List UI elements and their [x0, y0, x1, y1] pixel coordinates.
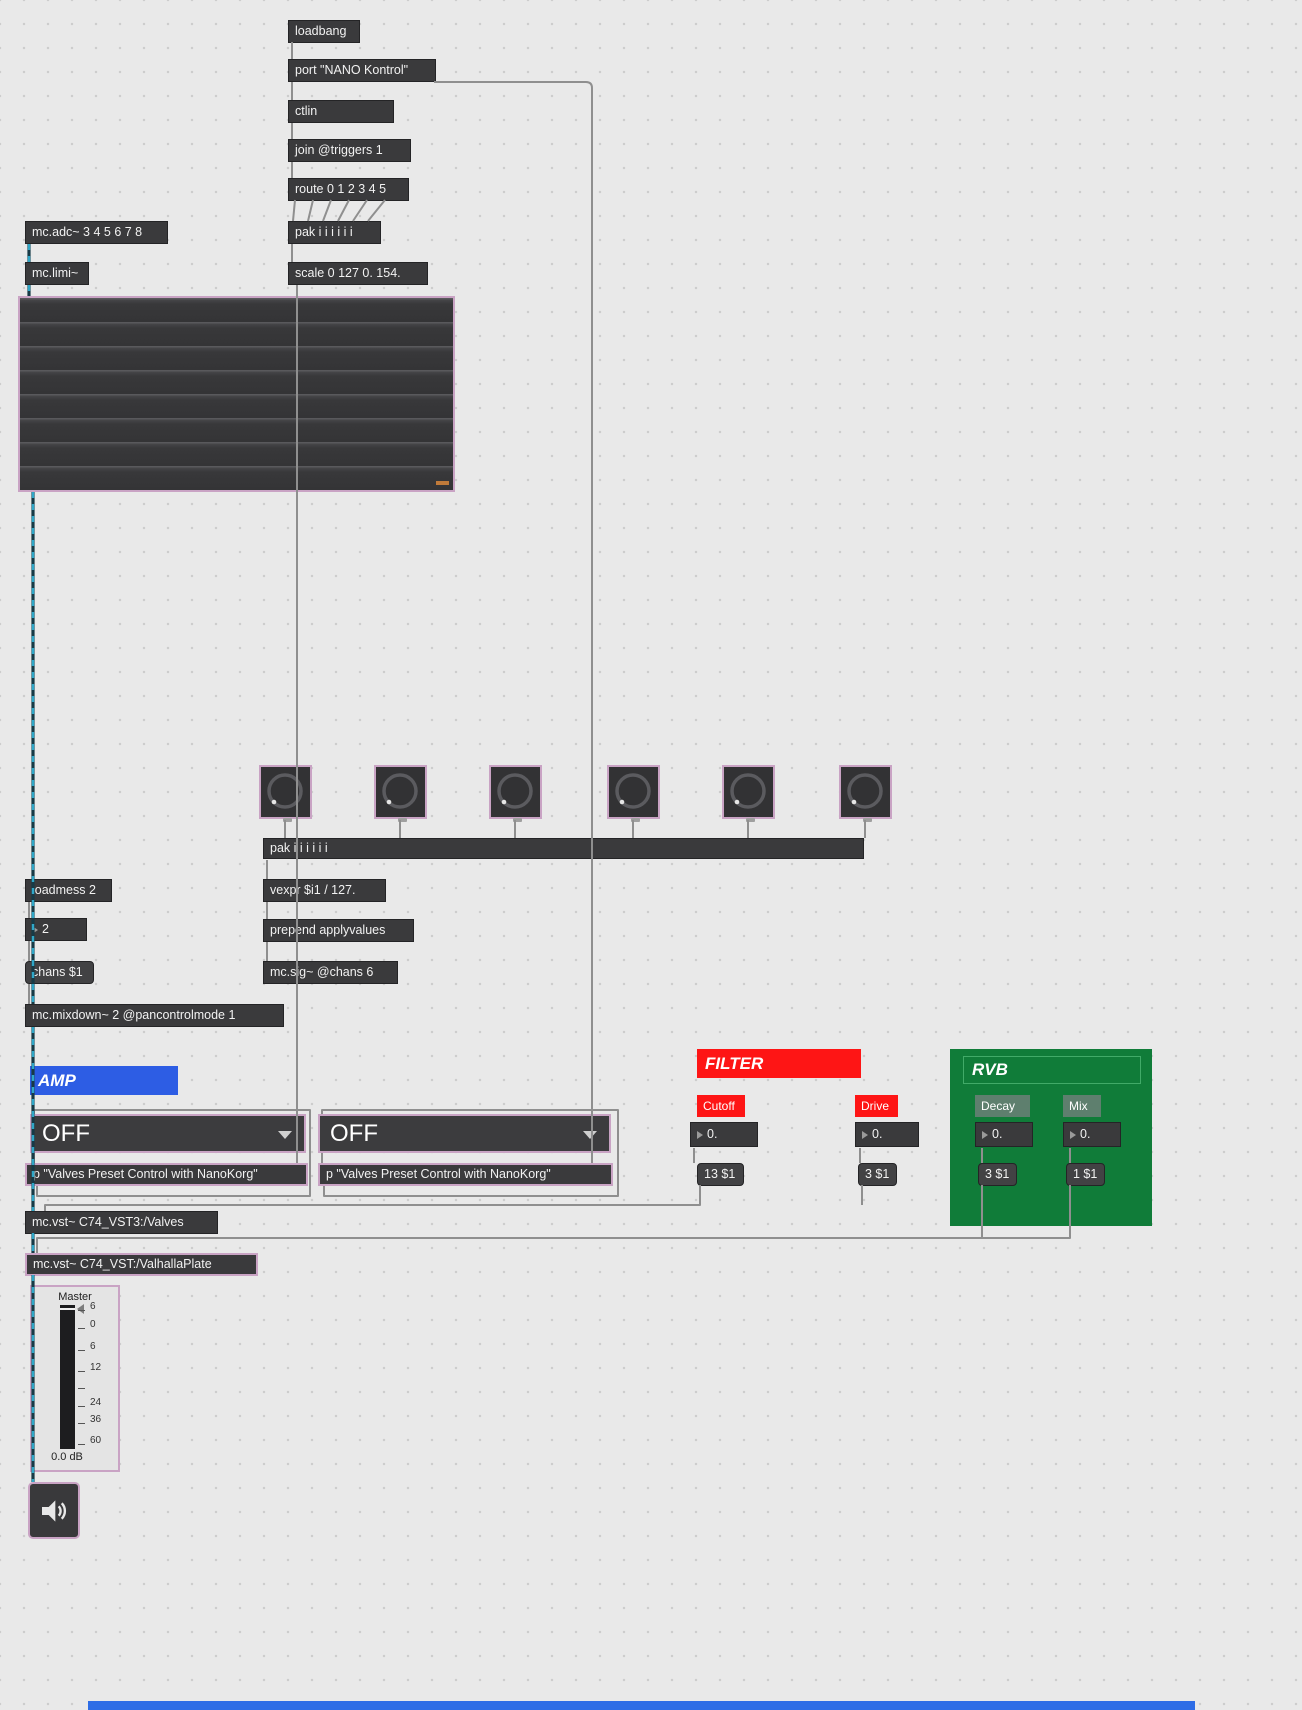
number-triangle-icon — [697, 1130, 703, 1139]
tick-label: 6 — [90, 1301, 96, 1312]
tick-mark — [78, 1423, 85, 1424]
subpatch-valves-preset-1[interactable]: p "Valves Preset Control with NanoKorg" — [25, 1163, 308, 1186]
object-ctlin[interactable]: ctlin — [288, 100, 394, 123]
fader-handle[interactable] — [60, 1308, 75, 1310]
dial-knob-icon — [730, 773, 766, 809]
dial-outlet — [746, 818, 755, 822]
cutoff-label: Cutoff — [697, 1095, 745, 1117]
tick-label: 12 — [90, 1362, 102, 1373]
master-label: Master — [58, 1291, 92, 1303]
number-triangle-icon — [982, 1130, 988, 1139]
speaker-icon — [42, 1499, 67, 1522]
fader-track[interactable] — [60, 1305, 75, 1449]
dial-1[interactable] — [259, 765, 312, 822]
bottom-blue-bar — [88, 1701, 1195, 1710]
message-mix-param[interactable]: 1 $1 — [1066, 1163, 1105, 1186]
object-prepend[interactable]: prepend applyvalues — [263, 919, 414, 942]
multislider-value-tick — [436, 481, 449, 485]
dial-knob-icon — [615, 773, 651, 809]
number-triangle-icon — [862, 1130, 868, 1139]
dial-3[interactable] — [489, 765, 542, 822]
number-box-chans[interactable]: 2 — [25, 918, 87, 941]
subpatch-valves-preset-2[interactable]: p "Valves Preset Control with NanoKorg" — [318, 1163, 613, 1186]
object-mc-sig[interactable]: mc.sig~ @chans 6 — [263, 961, 398, 984]
object-mc-adc[interactable]: mc.adc~ 3 4 5 6 7 8 — [25, 221, 168, 244]
object-route[interactable]: route 0 1 2 3 4 5 — [288, 178, 409, 201]
flonum-drive-value: 0. — [872, 1127, 883, 1141]
object-vexpr[interactable]: vexpr $i1 / 127. — [263, 879, 386, 902]
flonum-decay[interactable]: 0. — [975, 1122, 1033, 1147]
tick-mark — [78, 1310, 85, 1311]
tick-label: 6 — [90, 1341, 96, 1352]
flonum-decay-value: 0. — [992, 1127, 1003, 1141]
object-mc-vst-valves[interactable]: mc.vst~ C74_VST3:/Valves — [25, 1211, 218, 1234]
object-mc-vst-valhallaplate[interactable]: mc.vst~ C74_VST:/ValhallaPlate — [25, 1253, 258, 1276]
message-decay-param[interactable]: 3 $1 — [978, 1163, 1017, 1186]
tick-mark — [78, 1444, 85, 1445]
object-join[interactable]: join @triggers 1 — [288, 139, 411, 162]
dial-5[interactable] — [722, 765, 775, 822]
object-scale[interactable]: scale 0 127 0. 154. — [288, 262, 428, 285]
dial-6[interactable] — [839, 765, 892, 822]
dial-outlet — [631, 818, 640, 822]
master-gain-fader[interactable]: Master 6 0 6 12 24 36 60 0.0 dB — [30, 1285, 120, 1472]
tick-label: 36 — [90, 1414, 102, 1425]
gain-db-readout: 0.0 dB — [51, 1451, 83, 1463]
dial-knob-icon — [847, 773, 883, 809]
chevron-down-icon — [583, 1131, 597, 1139]
message-cutoff-param[interactable]: 13 $1 — [697, 1163, 744, 1186]
object-midi-port[interactable]: port "NANO Kontrol" — [288, 59, 436, 82]
tick-mark — [78, 1388, 85, 1389]
multislider[interactable] — [18, 296, 455, 492]
tick-mark — [78, 1371, 85, 1372]
flonum-mix[interactable]: 0. — [1063, 1122, 1121, 1147]
number-value: 2 — [42, 922, 49, 936]
object-pak-midi[interactable]: pak i i i i i i — [288, 221, 381, 244]
tick-mark — [78, 1328, 85, 1329]
tick-label: 60 — [90, 1435, 102, 1446]
dial-outlet — [398, 818, 407, 822]
object-pak-dials[interactable]: pak i i i i i i — [263, 838, 864, 859]
object-loadbang[interactable]: loadbang — [288, 20, 360, 43]
dial-outlet — [513, 818, 522, 822]
object-mc-limi[interactable]: mc.limi~ — [25, 262, 89, 285]
tick-label: 24 — [90, 1397, 102, 1408]
flonum-cutoff[interactable]: 0. — [690, 1122, 758, 1147]
rvb-section-label: RVB — [963, 1056, 1141, 1084]
dial-knob-icon — [267, 773, 303, 809]
audio-on-button[interactable] — [28, 1482, 80, 1539]
number-triangle-icon — [32, 925, 38, 934]
preset-menu-1-value: OFF — [42, 1120, 90, 1147]
dial-outlet — [283, 818, 292, 822]
dial-2[interactable] — [374, 765, 427, 822]
preset-menu-2-value: OFF — [330, 1120, 378, 1147]
decay-label: Decay — [975, 1095, 1030, 1117]
chevron-down-icon — [278, 1131, 292, 1139]
tick-mark — [78, 1406, 85, 1407]
number-triangle-icon — [1070, 1130, 1076, 1139]
object-loadmess[interactable]: loadmess 2 — [25, 879, 112, 902]
fader-pointer-icon — [77, 1304, 84, 1314]
object-mc-mixdown[interactable]: mc.mixdown~ 2 @pancontrolmode 1 — [25, 1004, 284, 1027]
preset-menu-1[interactable]: OFF — [30, 1114, 306, 1153]
dial-outlet — [863, 818, 872, 822]
amp-section-label: AMP — [30, 1066, 178, 1095]
tick-label: 0 — [90, 1319, 96, 1330]
flonum-drive[interactable]: 0. — [855, 1122, 919, 1147]
mix-label: Mix — [1063, 1095, 1101, 1117]
flonum-cutoff-value: 0. — [707, 1127, 718, 1141]
dial-knob-icon — [382, 773, 418, 809]
drive-label: Drive — [855, 1095, 898, 1117]
message-drive-param[interactable]: 3 $1 — [858, 1163, 897, 1186]
preset-menu-2[interactable]: OFF — [318, 1114, 611, 1153]
message-chans[interactable]: chans $1 — [25, 961, 94, 984]
tick-mark — [78, 1350, 85, 1351]
flonum-mix-value: 0. — [1080, 1127, 1091, 1141]
filter-section-label: FILTER — [697, 1049, 861, 1078]
dial-knob-icon — [497, 773, 533, 809]
dial-4[interactable] — [607, 765, 660, 822]
